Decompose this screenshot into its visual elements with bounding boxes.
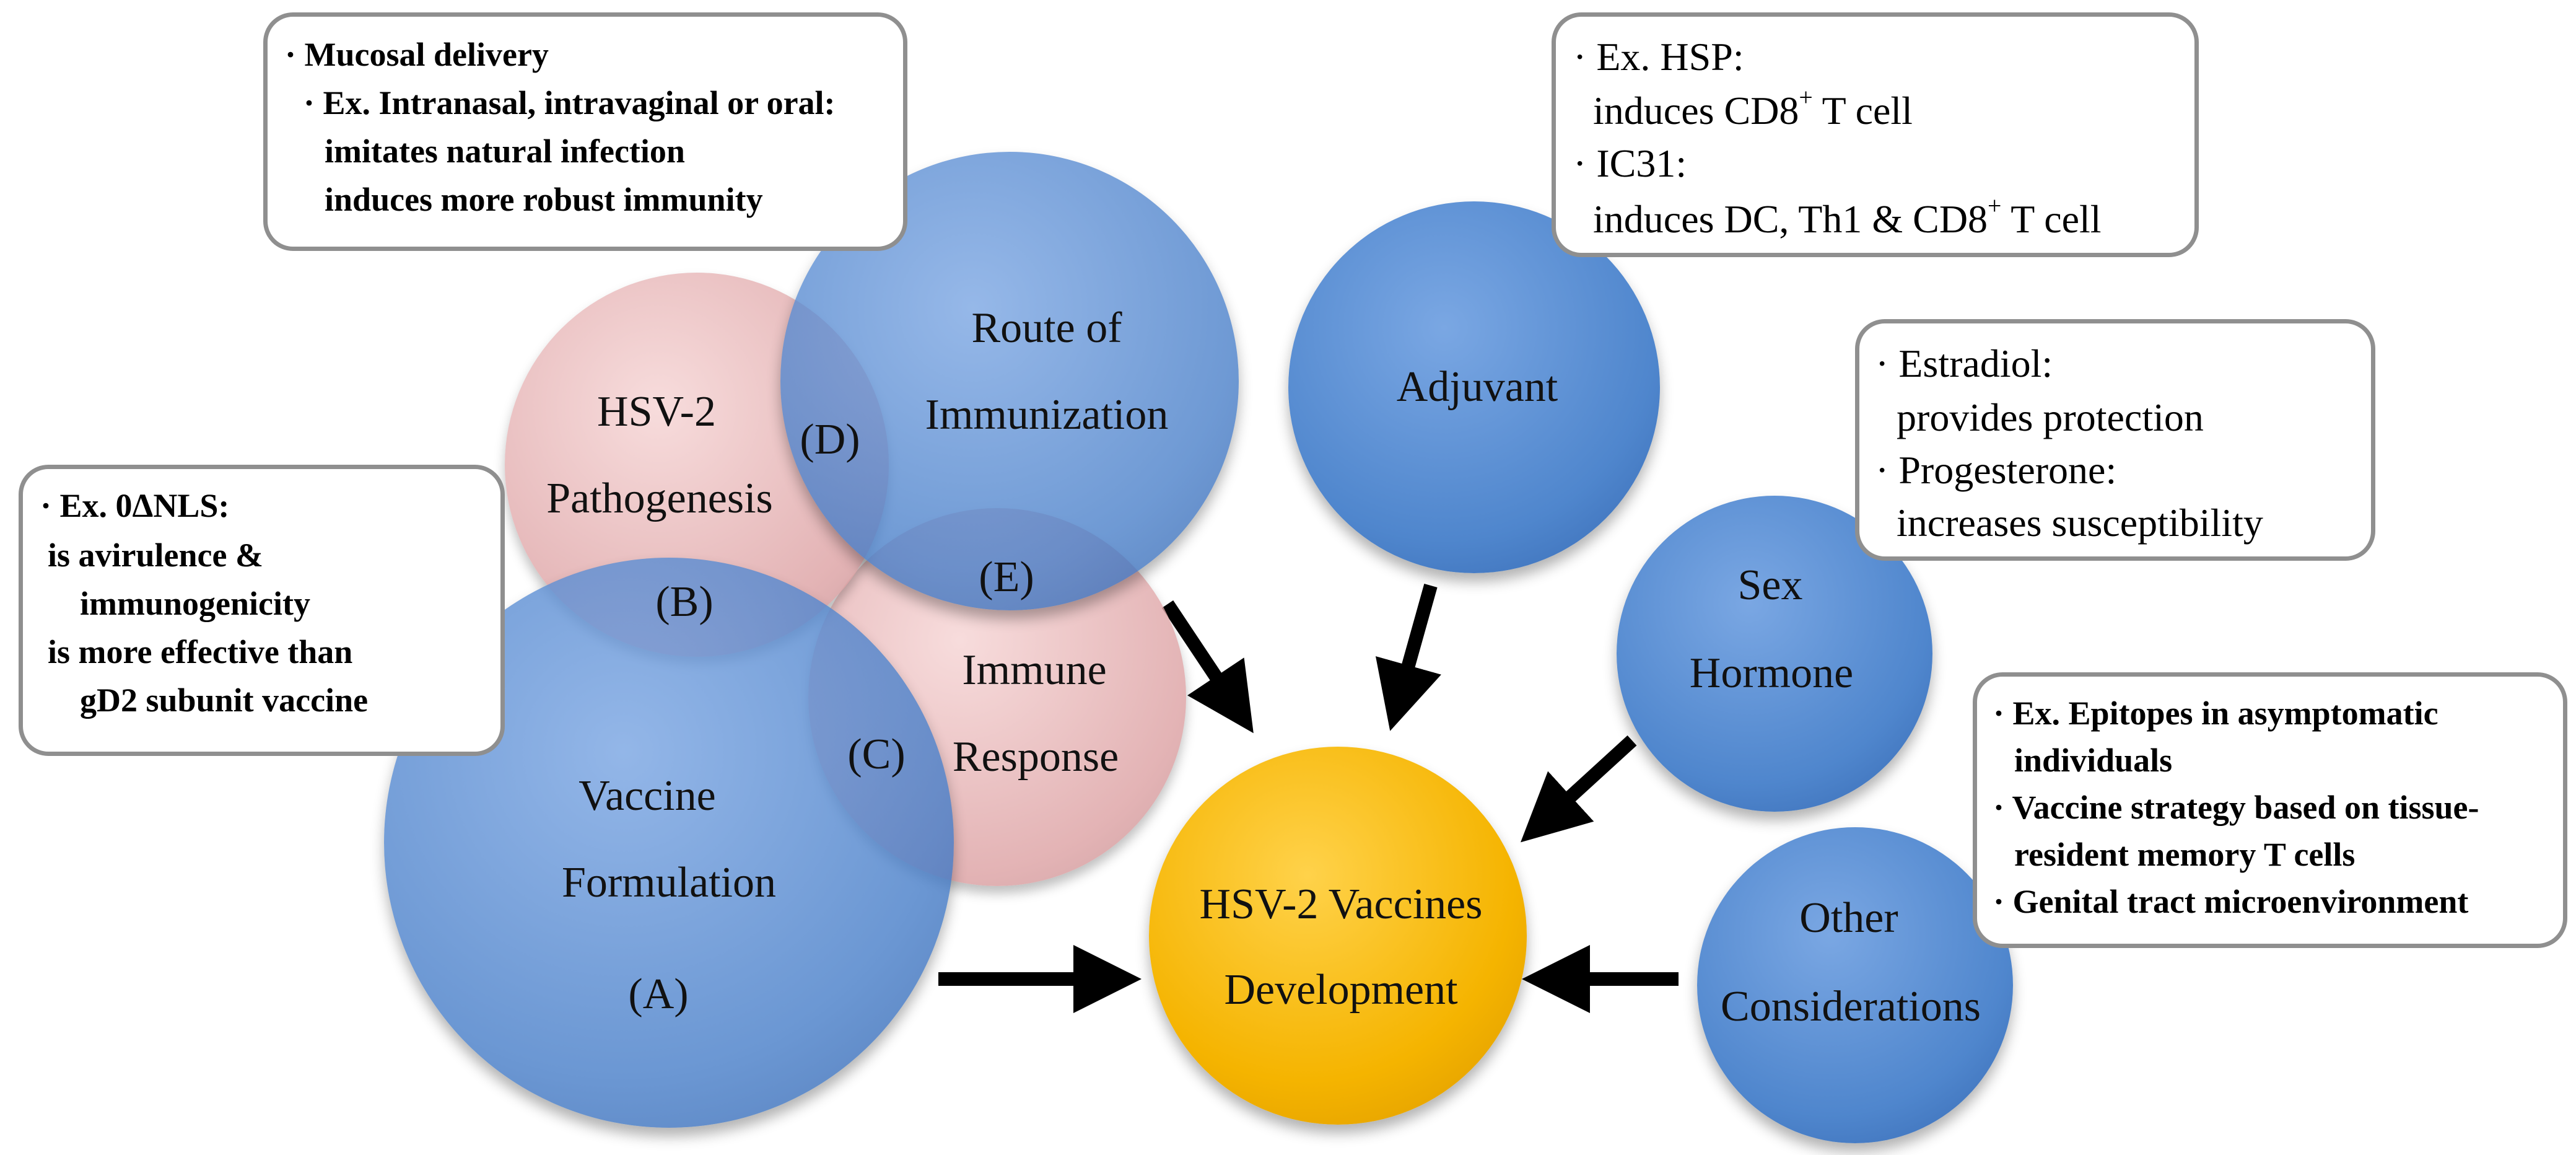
hsv2-pathogenesis-label-line2: Pathogenesis — [546, 475, 773, 522]
mucosal-box-line: imitates natural infection — [325, 133, 685, 170]
delta-nls-box-line: · Ex. 0ΔNLS: — [40, 487, 230, 524]
adjuvant-examples-box: · Ex. HSP: induces CD8+ T cell · IC31: i… — [1552, 12, 2199, 257]
adjuvant-label: Adjuvant — [1396, 363, 1558, 411]
immune-response-label-line1: Immune — [962, 646, 1107, 694]
delta-nls-box-line: immunogenicity — [80, 585, 310, 622]
arrow-hormone-to-development — [1521, 735, 1637, 843]
delta-nls-box-line: is avirulence & — [48, 537, 263, 574]
hormone-box-line: provides protection — [1897, 395, 2204, 439]
mucosal-delivery-box: · Mucosal delivery · Ex. Intranasal, int… — [263, 12, 907, 251]
hormone-box-line: increases susceptibility — [1897, 501, 2263, 545]
route-of-immunization-label-line1: Route of — [971, 304, 1122, 352]
other-box-line: · Ex. Epitopes in asymptomatic — [1993, 695, 2438, 732]
sex-hormone-label-line2: Hormone — [1689, 649, 1854, 697]
delta-nls-box: · Ex. 0ΔNLS: is avirulence & immunogenic… — [19, 465, 505, 756]
other-box-line: · Genital tract microenvironment — [1993, 883, 2469, 920]
vaccine-formulation-label-line2: Formulation — [561, 859, 777, 907]
adjuvant-box-line: induces DC, Th1 & CD8+ T cell — [1593, 192, 2102, 241]
hormone-box-line: · Progesterone: — [1875, 448, 2117, 492]
sex-hormone-label-line1: Sex — [1737, 561, 1803, 609]
vaccine-formulation-label-line1: Vaccine — [579, 772, 716, 820]
other-box-line: · Vaccine strategy based on tissue- — [1993, 789, 2479, 826]
hormone-effects-box: · Estradiol: provides protection · Proge… — [1855, 319, 2375, 561]
arrow-route-to-development — [1161, 600, 1254, 734]
overlap-label-b: (B) — [655, 578, 714, 626]
other-considerations-label-line2: Considerations — [1721, 983, 1981, 1030]
other-box-line: resident memory T cells — [2014, 836, 2356, 873]
overlap-label-d: (D) — [800, 416, 860, 463]
arrow-adjuvant-to-development — [1375, 584, 1441, 731]
delta-nls-box-line: is more effective than — [48, 633, 353, 670]
vaccine-formulation-tag: (A) — [628, 970, 689, 1018]
other-considerations-box: · Ex. Epitopes in asymptomatic individua… — [1973, 672, 2567, 948]
overlap-label-e: (E) — [979, 553, 1034, 601]
delta-nls-box-line: gD2 subunit vaccine — [80, 682, 369, 719]
adjuvant-box-line: · Ex. HSP: — [1573, 35, 1744, 79]
immune-response-label-line2: Response — [952, 733, 1119, 781]
adjuvant-box-line: · IC31: — [1573, 141, 1687, 185]
other-considerations-label-line1: Other — [1799, 894, 1898, 942]
adjuvant-circle — [1288, 201, 1660, 573]
other-considerations-circle — [1697, 827, 2013, 1143]
other-box-line: individuals — [2014, 742, 2173, 779]
adjuvant-box-line: induces CD8+ T cell — [1593, 84, 1913, 133]
overlap-label-c: (C) — [847, 731, 906, 778]
mucosal-box-line: induces more robust immunity — [325, 181, 763, 218]
mucosal-box-line: · Mucosal delivery — [285, 36, 549, 73]
route-of-immunization-label-line2: Immunization — [925, 391, 1169, 439]
hormone-box-line: · Estradiol: — [1875, 341, 2053, 385]
hsv2-pathogenesis-label-line1: HSV-2 — [597, 388, 716, 436]
hsv2-vaccines-development-label-line2: Development — [1224, 966, 1458, 1014]
hsv2-vaccines-development-circle — [1149, 747, 1527, 1125]
mucosal-box-line: · Ex. Intranasal, intravaginal or oral: — [303, 84, 836, 121]
hsv2-vaccines-development-label-line1: HSV-2 Vaccines — [1199, 881, 1483, 928]
